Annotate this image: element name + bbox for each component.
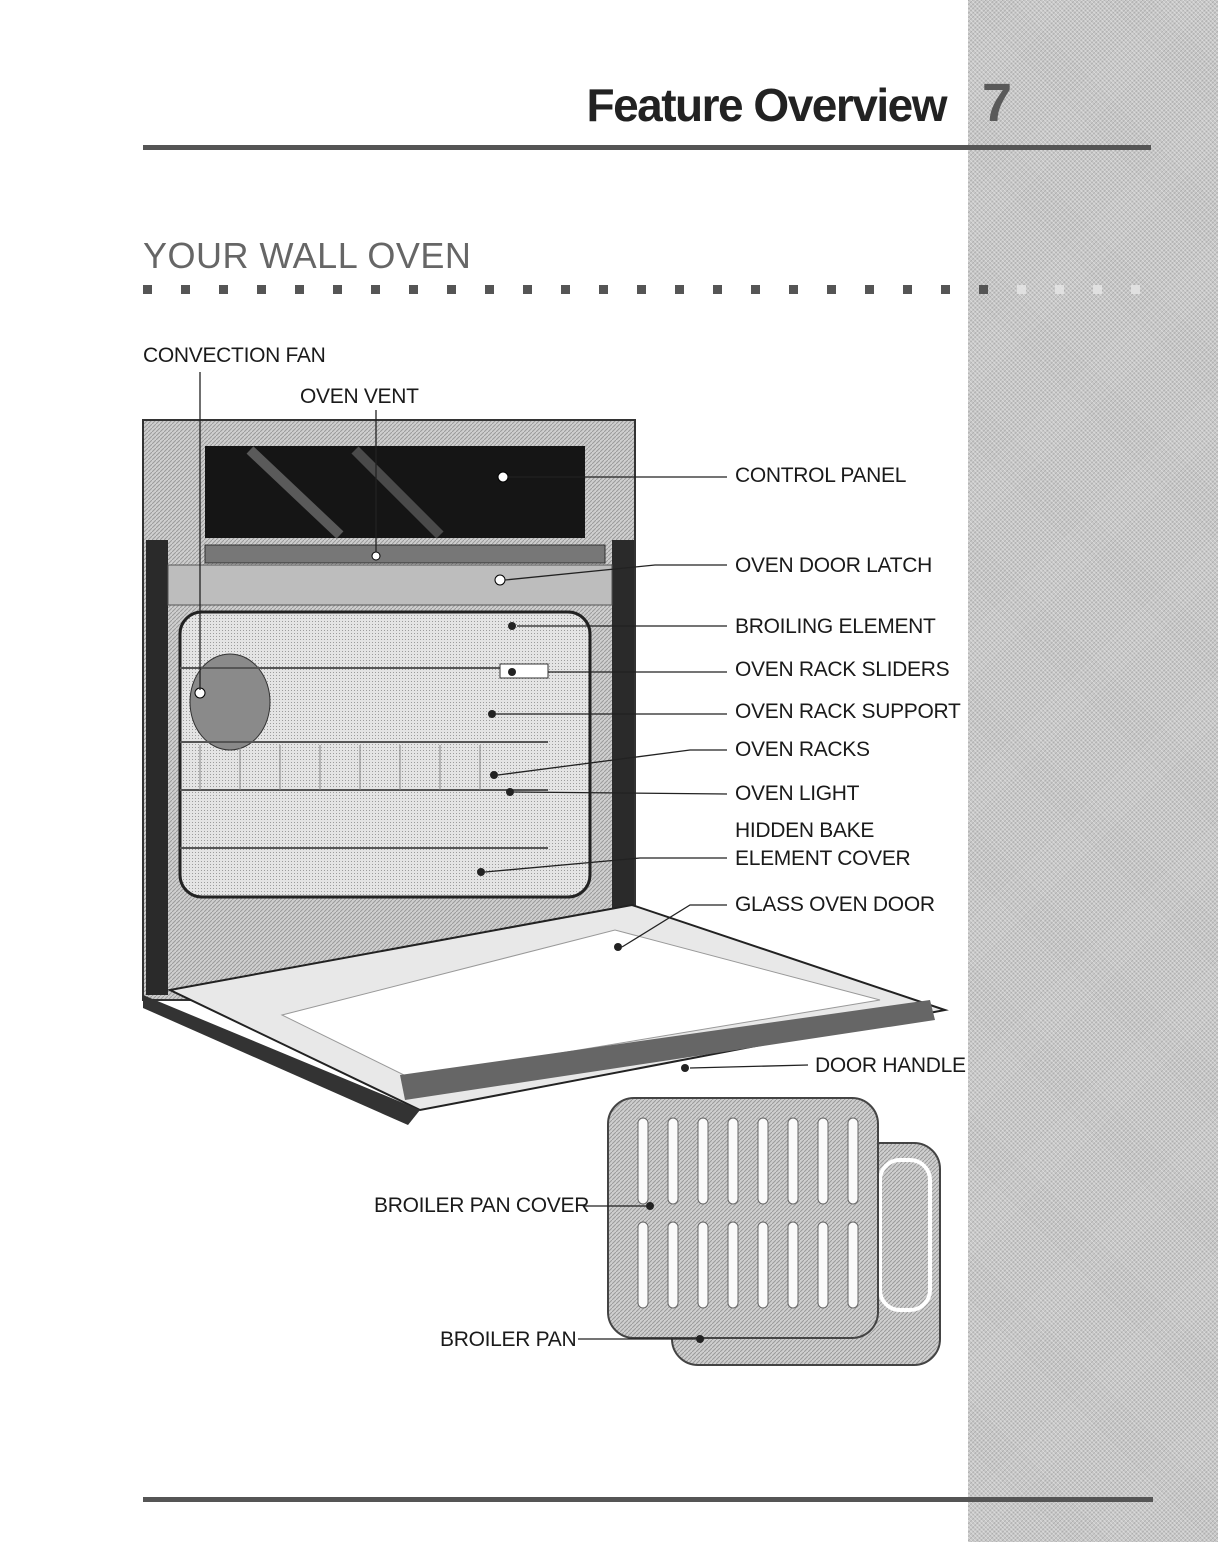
label-broiling-element: BROILING ELEMENT [735, 615, 936, 639]
label-broiler-pan: BROILER PAN [440, 1328, 576, 1352]
oven-cavity [180, 612, 590, 897]
label-broiler-pan-cover: BROILER PAN COVER [374, 1194, 589, 1218]
label-glass-oven-door: GLASS OVEN DOOR [735, 893, 935, 917]
label-oven-light: OVEN LIGHT [735, 782, 859, 806]
label-oven-door-latch: OVEN DOOR LATCH [735, 554, 932, 578]
label-oven-rack-sliders: OVEN RACK SLIDERS [735, 658, 949, 682]
label-oven-rack-support: OVEN RACK SUPPORT [735, 700, 961, 724]
vent-strip [205, 545, 605, 563]
footer-rule [143, 1497, 1153, 1502]
label-convection-fan: CONVECTION FAN [143, 344, 325, 368]
label-control-panel: CONTROL PANEL [735, 464, 906, 488]
label-hidden-bake-line2: ELEMENT COVER [735, 847, 910, 871]
label-hidden-bake-line1: HIDDEN BAKE [735, 819, 874, 843]
label-oven-racks: OVEN RACKS [735, 738, 870, 762]
label-door-handle: DOOR HANDLE [815, 1054, 966, 1078]
label-oven-vent: OVEN VENT [300, 385, 419, 409]
